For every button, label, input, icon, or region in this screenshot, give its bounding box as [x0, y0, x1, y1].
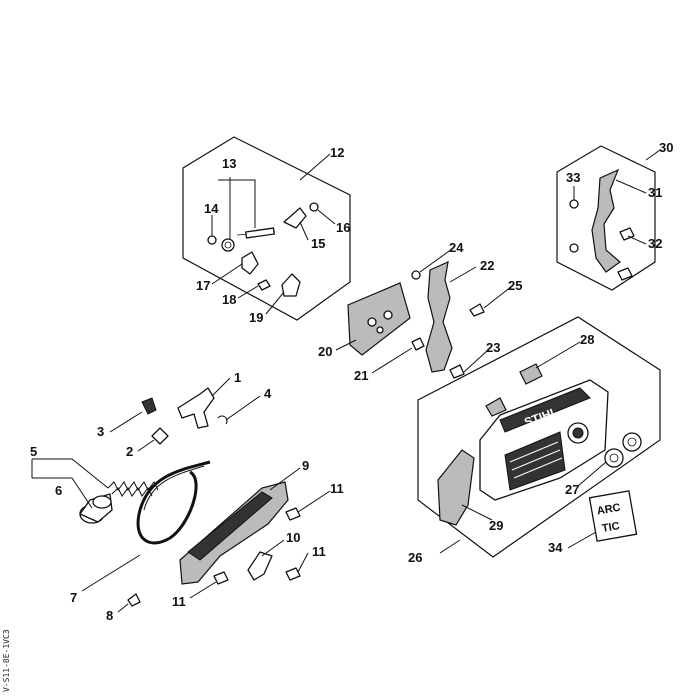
- part-9-housing-shadow: [187, 491, 273, 561]
- side-code: V-S11-8E-1VC3: [2, 629, 11, 692]
- callout-11-c: 11: [172, 594, 186, 609]
- part-24-nut: [411, 270, 421, 280]
- callout-11-b: 11: [312, 544, 326, 559]
- part-26-grille-slots: [509, 441, 563, 479]
- part-8-screw: [127, 593, 141, 607]
- callout-21: 21: [354, 368, 368, 383]
- decal-line1: ARC: [596, 502, 622, 518]
- part-20-guide-plate: [347, 282, 411, 356]
- part-31-spike: [591, 168, 621, 273]
- part-15-bracket: [283, 207, 307, 229]
- callout-8: 8: [106, 608, 113, 623]
- callout-24: 24: [449, 240, 464, 255]
- part-23-screw: [449, 364, 465, 379]
- callout-4: 4: [264, 386, 272, 401]
- callout-2: 2: [126, 444, 133, 459]
- part-26-cover-dark-top: [499, 387, 591, 433]
- callout-15: 15: [311, 236, 325, 251]
- part-33-nut-lower: [569, 243, 579, 253]
- part-21-screw: [411, 337, 425, 351]
- part-5-spring: [107, 481, 159, 497]
- part-17-tensioner: [241, 251, 259, 275]
- callout-6: 6: [55, 483, 62, 498]
- part-28-plug: [519, 363, 543, 385]
- callout-14: 14: [204, 201, 219, 216]
- decal-34-arctic: ARC TIC: [588, 490, 638, 542]
- part-10-lever: [247, 551, 273, 581]
- callout-12: 12: [330, 145, 344, 160]
- callout-16: 16: [336, 220, 350, 235]
- callout-27: 27: [565, 482, 579, 497]
- part-4-e-clip: [217, 415, 228, 425]
- callout-22: 22: [480, 258, 494, 273]
- callout-25: 25: [508, 278, 522, 293]
- part-14-nut: [207, 235, 217, 245]
- part-27-nuts: [604, 432, 642, 468]
- callout-20: 20: [318, 344, 332, 359]
- part-33-nut: [569, 199, 579, 209]
- callout-17: 17: [196, 278, 210, 293]
- callout-13: 13: [222, 156, 236, 171]
- part-26-nut-boss-inner: [572, 427, 584, 439]
- callout-19: 19: [249, 310, 263, 325]
- part-1-lever: [177, 387, 215, 429]
- part-19-plate: [281, 273, 301, 297]
- callout-34: 34: [548, 540, 563, 555]
- callout-30: 30: [659, 140, 673, 155]
- group-box-12: [182, 136, 351, 321]
- part-29-tensioner-housing: [437, 449, 475, 526]
- callout-5: 5: [30, 444, 37, 459]
- decal-line2: TIC: [601, 520, 621, 535]
- part-25-screw: [469, 303, 485, 317]
- part-7-brake-band: [136, 460, 211, 545]
- callout-31: 31: [648, 185, 662, 200]
- callout-33: 33: [566, 170, 580, 185]
- part-28-plug-lower: [485, 397, 507, 417]
- part-16-nut: [309, 202, 319, 212]
- part-3-spring-clip: [141, 397, 157, 415]
- part-13-adjusting-screw: [221, 227, 276, 252]
- part-18-screw: [257, 279, 271, 291]
- part-6-sleeve: [79, 493, 113, 524]
- part-11-screw-b: [285, 567, 301, 581]
- callout-11-a: 11: [330, 481, 344, 496]
- part-32-screw-lower: [617, 267, 633, 281]
- callout-29: 29: [489, 518, 503, 533]
- callout-1: 1: [234, 370, 241, 385]
- part-2-pin: [151, 427, 169, 445]
- part-11-screw-c: [213, 571, 229, 585]
- callout-3: 3: [97, 424, 104, 439]
- callout-10: 10: [286, 530, 300, 545]
- callout-32: 32: [648, 236, 662, 251]
- leader-lines: [31, 149, 661, 613]
- group-box-26: [417, 316, 661, 558]
- callout-7: 7: [70, 590, 77, 605]
- group-box-30: [556, 145, 656, 291]
- callout-26: 26: [408, 550, 422, 565]
- part-7-brake-band-inner: [143, 465, 205, 511]
- callout-28: 28: [580, 332, 594, 347]
- callout-9: 9: [302, 458, 309, 473]
- part-22-chain-catcher: [425, 260, 453, 373]
- callout-23: 23: [486, 340, 500, 355]
- part-20-holes: [367, 310, 393, 334]
- part-11-screw-a: [285, 507, 301, 521]
- callout-18: 18: [222, 292, 236, 307]
